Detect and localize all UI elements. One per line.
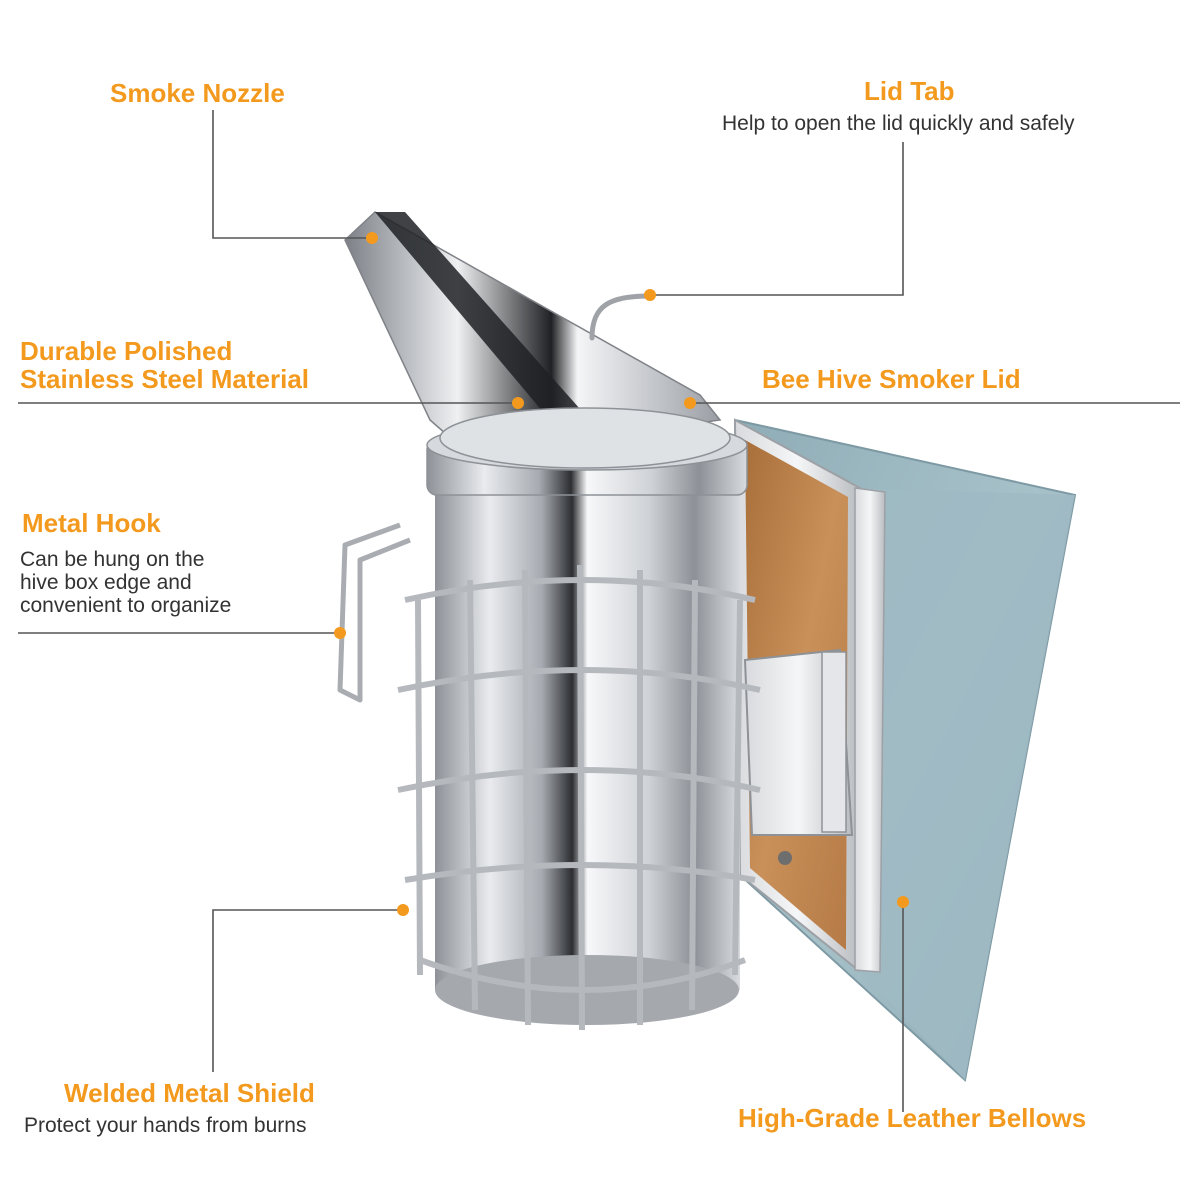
metal-hook-title: Metal Hook [22, 508, 161, 538]
metal-hook-description-line1: Can be hung on the [20, 548, 205, 571]
bellows-title: High-Grade Leather Bellows [738, 1103, 1087, 1133]
metal-hook-description-line3: convenient to organize [20, 594, 232, 617]
bellows-bracket [743, 648, 854, 836]
lid-tab-description: Help to open the lid quickly and safely [722, 112, 1075, 135]
metal-hook-description-line2: hive box edge and [20, 571, 192, 594]
metal-hook-wire [337, 522, 411, 703]
metal-shield-description: Protect your hands from burns [24, 1114, 307, 1137]
lid-tab-title: Lid Tab [864, 76, 955, 106]
smoke-nozzle-title: Smoke Nozzle [110, 78, 285, 108]
metal-shield-title: Welded Metal Shield [64, 1078, 315, 1108]
welded-metal-shield [397, 564, 761, 1031]
lid-tab-wire [589, 293, 653, 341]
material-title-line1: Durable Polished [20, 336, 233, 366]
smoker-lid-title: Bee Hive Smoker Lid [762, 364, 1021, 394]
smoke-nozzle [344, 211, 731, 469]
callout-dots [334, 232, 909, 916]
material-title-line2: Stainless Steel Material [20, 364, 310, 394]
leader-lines [18, 110, 1180, 1112]
